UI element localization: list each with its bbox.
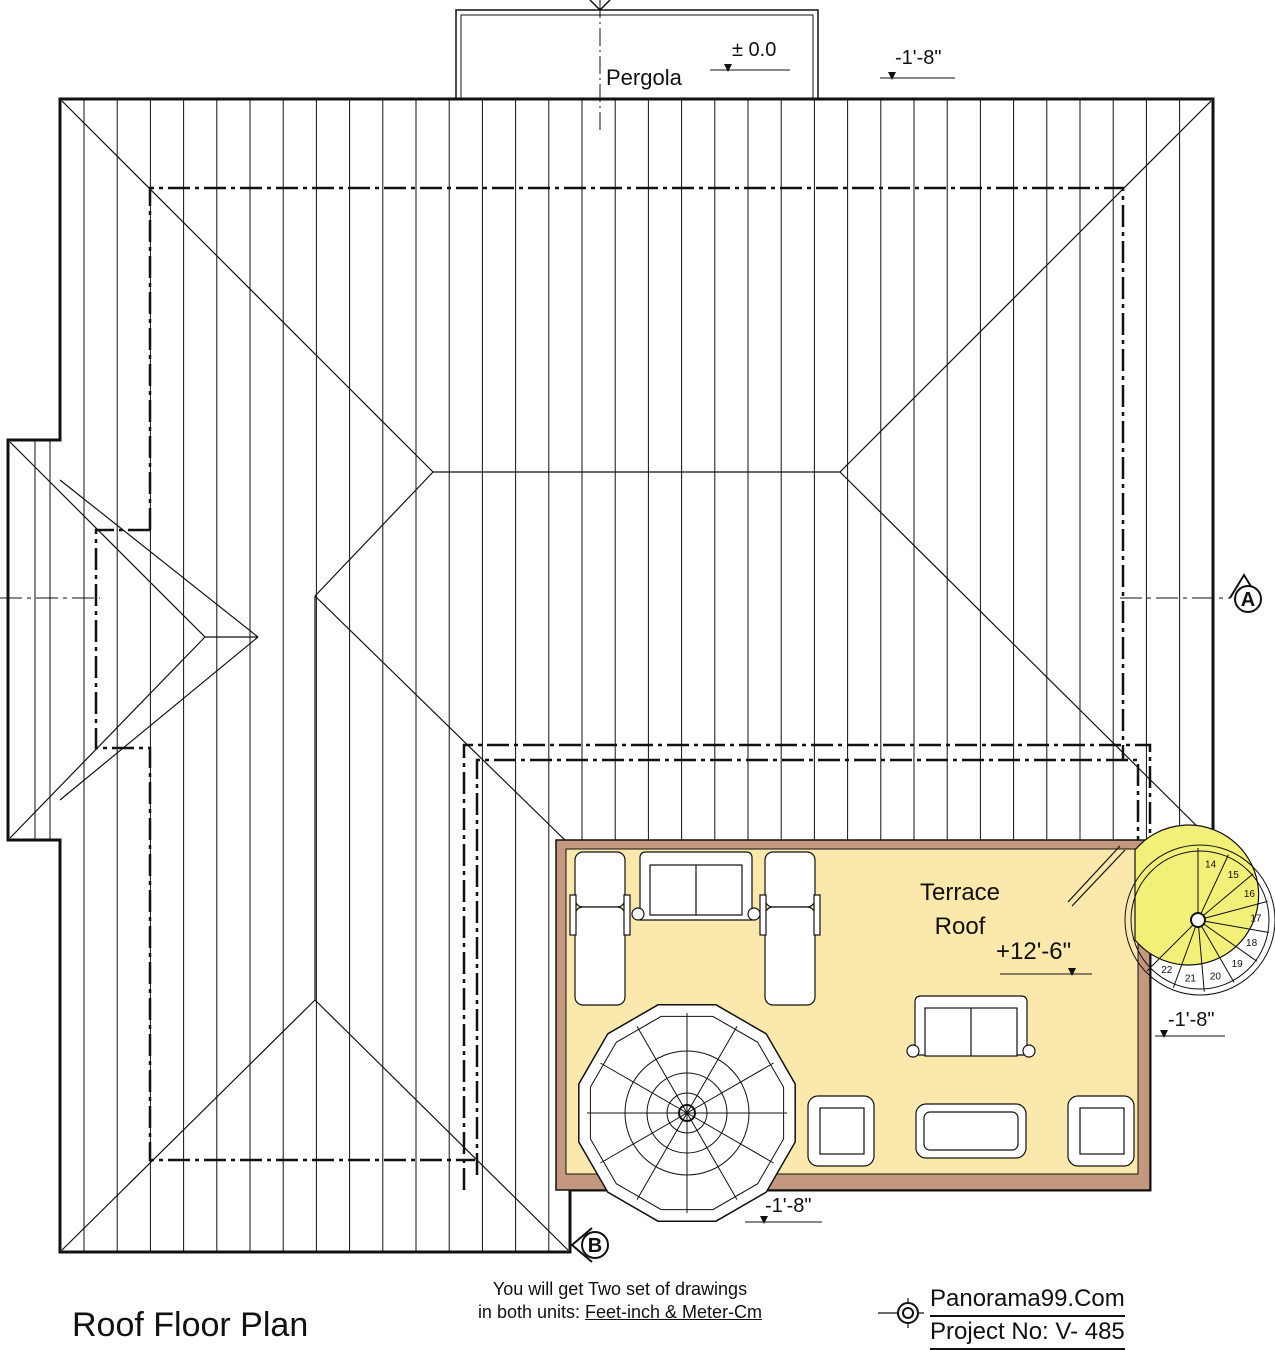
units-note-prefix: in both units: [477, 1302, 586, 1322]
level-pergola: ± 0.0 [710, 39, 790, 72]
roof-hip-lines [9, 100, 1212, 1251]
svg-text:-1'-8": -1'-8" [1168, 1009, 1214, 1031]
brand-project: Project No: V- 485 [930, 1317, 1125, 1350]
stair-step-number: 20 [1210, 971, 1222, 982]
stair-tread-line [1197, 854, 1229, 921]
units-note-line1: You will get Two set of drawings [492, 1279, 748, 1299]
brand-website: Panorama99.Com [930, 1284, 1125, 1317]
svg-text:-1'-8": -1'-8" [765, 1195, 811, 1217]
stair-tread-line [1197, 919, 1269, 933]
stair-step-number: 16 [1244, 889, 1256, 900]
level-top-right: -1'-8" [880, 47, 955, 80]
gazebo-spoke [636, 1112, 688, 1200]
gazebo-spoke [600, 1062, 688, 1114]
gazebo-spoke [600, 1112, 688, 1164]
sofa-right [906, 995, 1036, 1058]
stair-tread-line [1197, 873, 1254, 921]
stair-tread-line [1197, 919, 1235, 983]
level-terrace-edge: -1'-8" [1155, 1009, 1225, 1038]
gazebo-spoke [686, 1062, 774, 1114]
stair-step-number: 21 [1185, 974, 1197, 985]
gazebo-spoke [636, 1026, 688, 1114]
level-terrace: +12'-6" [996, 938, 1092, 976]
svg-text:+12'-6": +12'-6" [996, 938, 1071, 965]
terrace-label-line1: Terrace [920, 879, 1000, 906]
gazebo-spoke [686, 1026, 738, 1114]
armchair-left [807, 1095, 875, 1167]
stair-tread-line [1172, 919, 1199, 988]
units-note-line2: in both units: Feet-inch & Meter-Cm [430, 1301, 810, 1324]
svg-text:A: A [1241, 589, 1255, 611]
stair-step-number: 22 [1161, 965, 1173, 976]
svg-text:-1'-8": -1'-8" [895, 47, 941, 69]
gazebo-spoke [686, 1112, 774, 1164]
section-marker-b: B [570, 1227, 609, 1263]
stair-step-number: 19 [1232, 959, 1244, 970]
lounge-chair-left [569, 851, 631, 1006]
stair-tread-line [1197, 900, 1268, 921]
sofa-top [631, 851, 761, 921]
stair-tread-line [1197, 919, 1205, 992]
terrace-label-line2: Roof [935, 913, 986, 940]
walls-below-dashed [94, 186, 1152, 1190]
stair-tread-line [1197, 919, 1258, 962]
units-note-units: Feet-inch & Meter-Cm [585, 1302, 763, 1322]
svg-text:B: B [588, 1235, 602, 1257]
units-note: You will get Two set of drawings in both… [430, 1278, 810, 1324]
lounge-chair-right [759, 851, 821, 1006]
west-wing-rafters [34, 440, 51, 840]
stair-step-number: 17 [1250, 914, 1262, 925]
svg-text:± 0.0: ± 0.0 [732, 39, 776, 61]
level-bottom: -1'-8" [745, 1195, 822, 1224]
drawing-title: Roof Floor Plan [72, 1306, 309, 1344]
coffee-table [915, 1103, 1027, 1159]
section-marker-a: A [1229, 573, 1262, 613]
pergola-label: Pergola [606, 65, 683, 90]
target-logo-icon [878, 1298, 924, 1328]
stair-step-number: 14 [1205, 859, 1217, 870]
gazebo-dining-set [578, 1004, 796, 1222]
gazebo-spoke [686, 1112, 738, 1200]
armchair-right [1067, 1095, 1135, 1167]
brand-block: Panorama99.Com Project No: V- 485 [930, 1284, 1125, 1350]
stair-step-number: 18 [1246, 938, 1258, 949]
stair-step-number: 15 [1228, 870, 1240, 881]
stair-tread-line [1146, 919, 1199, 972]
